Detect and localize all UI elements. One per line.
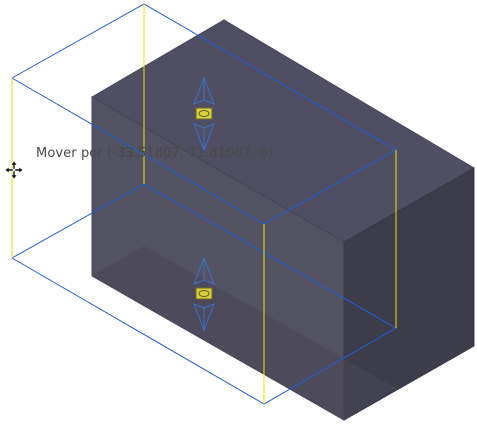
grip-handle-icon[interactable] bbox=[195, 107, 213, 120]
move-grip-bottom[interactable] bbox=[193, 256, 215, 332]
solid-box[interactable] bbox=[91, 19, 475, 421]
arrow-down-icon bbox=[193, 303, 215, 332]
arrow-up-icon bbox=[193, 256, 215, 285]
solid-box-shade bbox=[92, 246, 396, 420]
preview-vertical-edges bbox=[11, 4, 397, 404]
move-grip-top[interactable] bbox=[193, 76, 215, 152]
move-cursor-icon bbox=[4, 160, 24, 180]
grip-handle-icon[interactable] bbox=[195, 287, 213, 300]
arrow-down-icon bbox=[193, 123, 215, 152]
arrow-up-icon bbox=[193, 76, 215, 105]
